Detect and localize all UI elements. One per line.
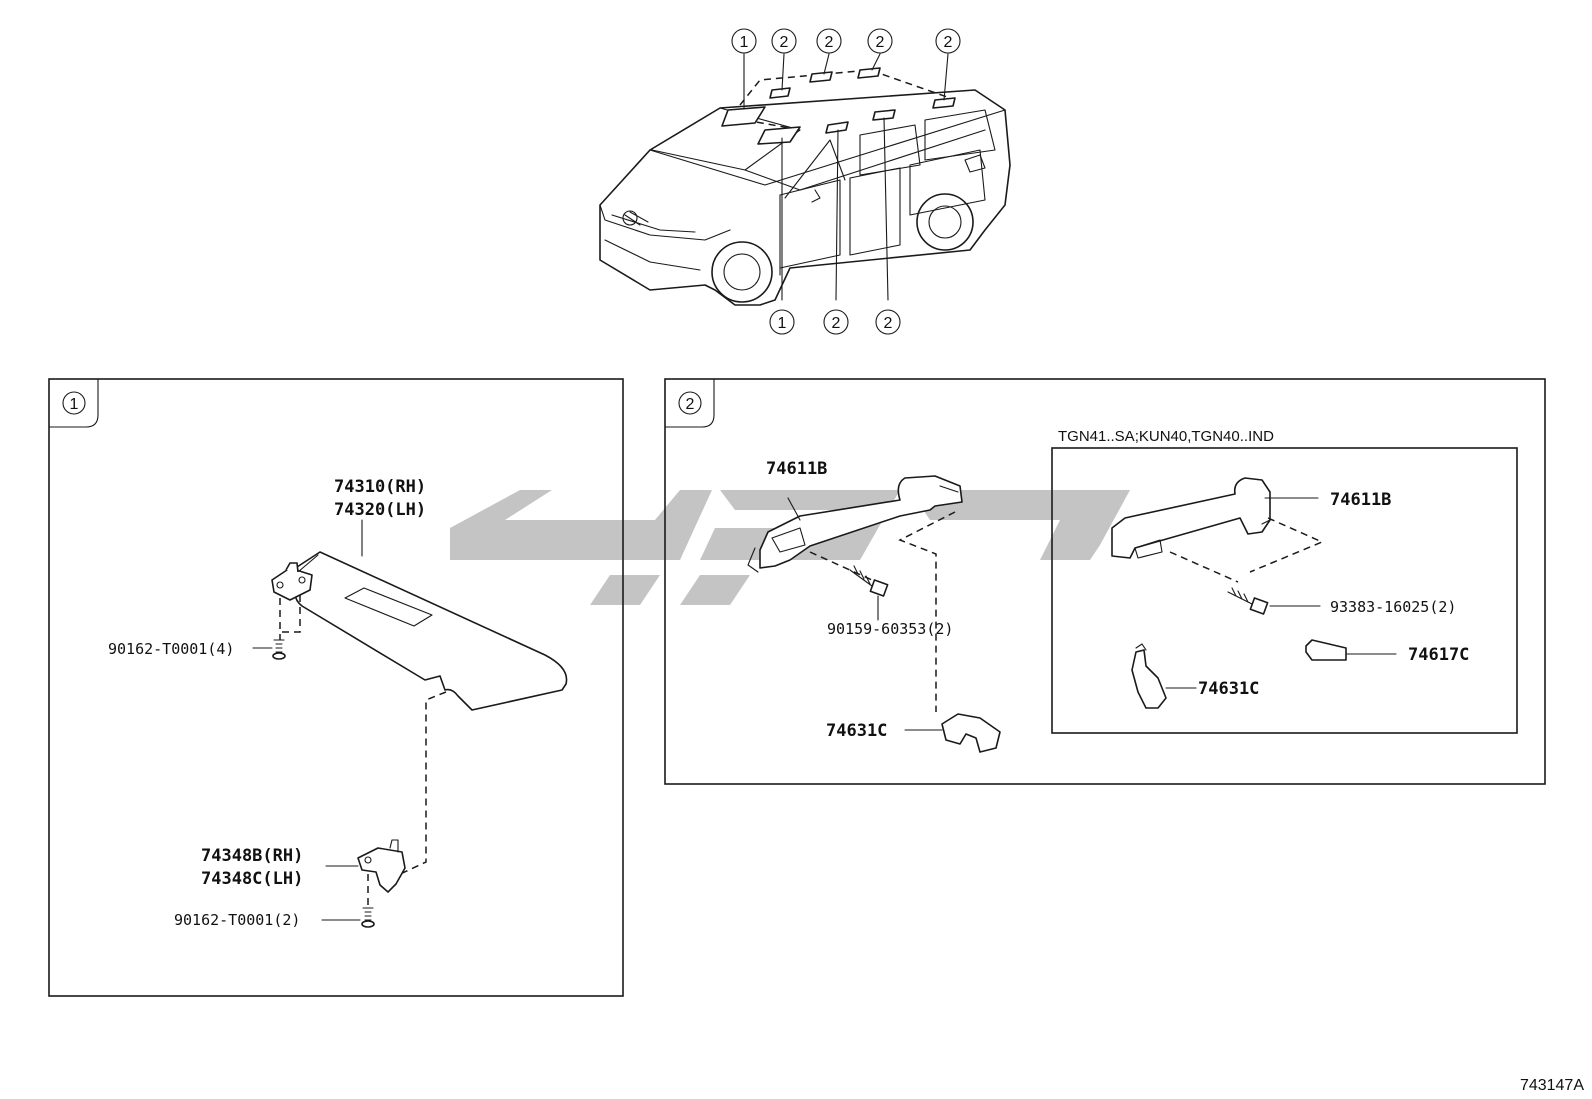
svg-text:2: 2 xyxy=(944,34,953,51)
overview-callout-1-top: 1 xyxy=(731,28,757,54)
panel-1: 1 74310(RH) xyxy=(48,378,624,997)
svg-text:2: 2 xyxy=(876,34,885,51)
svg-text:1: 1 xyxy=(778,315,787,332)
overview-callout-2-f: 2 xyxy=(875,309,901,335)
label-93383-16025-2: 93383-16025(2) xyxy=(1330,598,1456,616)
overview-callout-2-b: 2 xyxy=(816,28,842,54)
screw-top-icon xyxy=(272,639,286,660)
overview-callout-1-bottom: 1 xyxy=(769,309,795,335)
clip-right xyxy=(1131,649,1167,709)
overview-leaders xyxy=(743,53,949,301)
label-74611b-left: 74611B xyxy=(766,459,827,479)
label-74617c: 74617C xyxy=(1408,645,1469,665)
assist-grip-left xyxy=(759,475,963,569)
sun-visor xyxy=(294,551,568,711)
clip-left xyxy=(941,713,1001,753)
diagram-code: 743147A xyxy=(1520,1077,1584,1094)
overview-callout-2-e: 2 xyxy=(823,309,849,335)
svg-text:2: 2 xyxy=(780,34,789,51)
label-74611b-right: 74611B xyxy=(1330,490,1391,510)
svg-text:1: 1 xyxy=(740,34,749,51)
vehicle-overview xyxy=(599,67,1011,306)
overview-callout-2-a: 2 xyxy=(771,28,797,54)
label-74631c-right: 74631C xyxy=(1198,679,1259,699)
overview-callout-2-c: 2 xyxy=(867,28,893,54)
label-90162-t0001-2: 90162-T0001(2) xyxy=(174,911,300,929)
label-90159-60353-2: 90159-60353(2) xyxy=(827,620,953,638)
cap-right xyxy=(1305,639,1347,661)
label-74320-lh: 74320(LH) xyxy=(334,500,426,520)
panel-2: 2 TGN41..SA;KUN40,TGN40..IND xyxy=(664,378,1546,785)
svg-text:2: 2 xyxy=(884,315,893,332)
label-74310-rh: 74310(RH) xyxy=(334,477,426,497)
bolt-left-icon xyxy=(849,565,889,597)
condition-text: TGN41..SA;KUN40,TGN40..IND xyxy=(1058,428,1274,445)
label-74631c-left: 74631C xyxy=(826,721,887,741)
visor-mirror xyxy=(344,587,433,627)
label-74348c-lh: 74348C(LH) xyxy=(201,869,303,889)
label-74348b-rh: 74348B(RH) xyxy=(201,846,303,866)
bolt-right-icon xyxy=(1227,587,1269,615)
svg-text:2: 2 xyxy=(825,34,834,51)
svg-text:1: 1 xyxy=(70,396,79,413)
svg-text:2: 2 xyxy=(686,396,695,413)
label-90162-t0001-4: 90162-T0001(4) xyxy=(108,640,234,658)
screw-bottom-icon xyxy=(361,907,375,928)
svg-text:2: 2 xyxy=(832,315,841,332)
visor-holder xyxy=(357,847,406,893)
assist-grip-right xyxy=(1111,477,1271,559)
overview-callout-2-d: 2 xyxy=(935,28,961,54)
